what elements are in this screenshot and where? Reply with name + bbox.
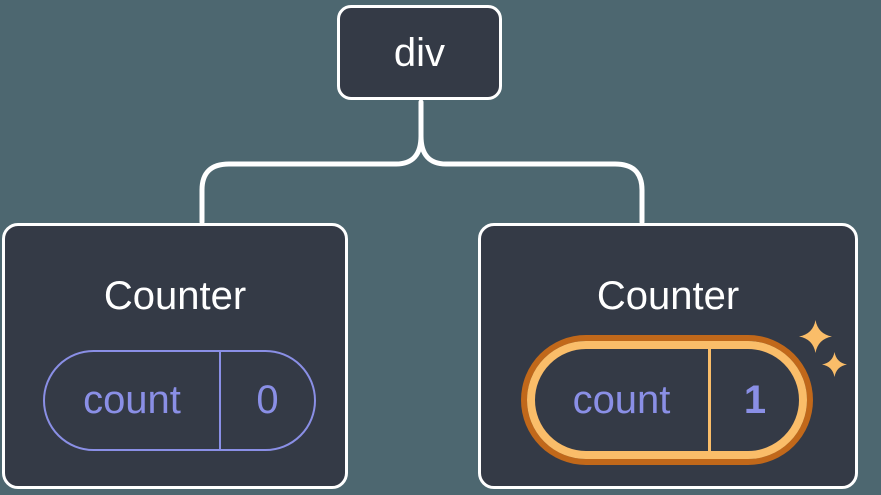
state-value-updated: 1 bbox=[743, 377, 767, 422]
sparkles-icon bbox=[799, 320, 832, 353]
counter-left-title: Counter bbox=[103, 274, 247, 318]
state-pill-highlighted: count 1 bbox=[527, 341, 807, 459]
state-value: 0 bbox=[256, 378, 279, 422]
sparkles-icon bbox=[822, 352, 847, 377]
counter-card-right: Counter count 1 bbox=[478, 223, 858, 489]
connector-right-branch bbox=[418, 133, 645, 225]
root-node-label: div bbox=[393, 30, 446, 75]
state-name-label: count bbox=[535, 349, 711, 451]
state-pill-left: count 0 bbox=[43, 350, 316, 451]
counter-right-title: Counter bbox=[596, 274, 740, 318]
connector-left-branch bbox=[199, 133, 424, 225]
root-node-div: div bbox=[337, 5, 502, 100]
counter-card-left: Counter count 0 bbox=[2, 223, 348, 489]
state-name-label: count bbox=[45, 352, 221, 449]
